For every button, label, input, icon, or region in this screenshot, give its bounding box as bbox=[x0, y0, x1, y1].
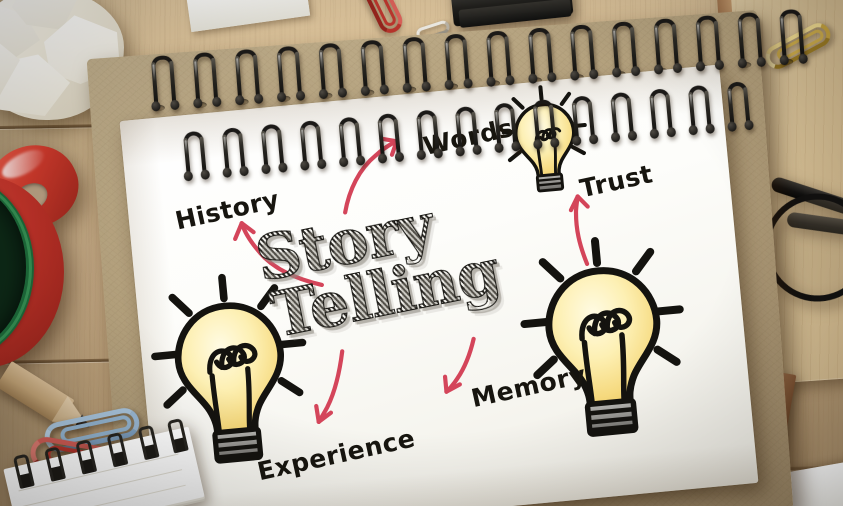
lightbulb-left bbox=[151, 273, 307, 464]
sketch-svg bbox=[151, 85, 684, 464]
spiral-coil bbox=[181, 130, 211, 182]
spiral-coil bbox=[484, 30, 515, 88]
spiral-coil bbox=[568, 24, 599, 81]
spiral-coil bbox=[359, 39, 390, 97]
spiral-coil bbox=[725, 81, 754, 133]
spiral-coil bbox=[694, 14, 725, 72]
lightbulb-right bbox=[520, 237, 684, 437]
spiral-coil bbox=[298, 120, 327, 171]
spiral-coil bbox=[652, 18, 683, 75]
red-coffee-mug bbox=[0, 129, 118, 370]
spiral-coil bbox=[570, 95, 599, 147]
spiral-coil bbox=[259, 123, 288, 175]
arrow-to-trust bbox=[568, 194, 590, 266]
arrow-to-experience bbox=[314, 349, 345, 424]
spiral-coil bbox=[275, 45, 306, 103]
spiral-coil bbox=[526, 27, 557, 84]
spiral-coil bbox=[531, 98, 560, 150]
spiral-coil bbox=[149, 54, 180, 112]
arrow-to-memory bbox=[442, 336, 476, 394]
arrow-to-history bbox=[233, 221, 324, 288]
spiral-coil bbox=[220, 127, 250, 178]
white-notepad-page[interactable]: History Words Trust Experience Memory St… bbox=[119, 64, 759, 506]
spiral-coil bbox=[610, 21, 641, 78]
spiral-coil bbox=[442, 33, 473, 91]
spiral-coil bbox=[609, 91, 638, 143]
sketch-canvas bbox=[120, 65, 759, 506]
spiral-coil bbox=[376, 112, 405, 164]
spiral-coil bbox=[453, 105, 483, 157]
spiral-coil bbox=[191, 51, 222, 109]
spiral-coil bbox=[317, 42, 348, 100]
spiral-coil bbox=[414, 109, 444, 161]
spiral-coil bbox=[778, 8, 809, 66]
spiral-coil bbox=[233, 48, 264, 106]
spiral-coil bbox=[492, 102, 521, 154]
spiral-coil bbox=[401, 36, 432, 94]
spiral-coil bbox=[337, 116, 366, 168]
spiral-coil bbox=[736, 11, 767, 69]
spiral-coil bbox=[686, 84, 716, 136]
spiral-coil bbox=[647, 88, 677, 140]
